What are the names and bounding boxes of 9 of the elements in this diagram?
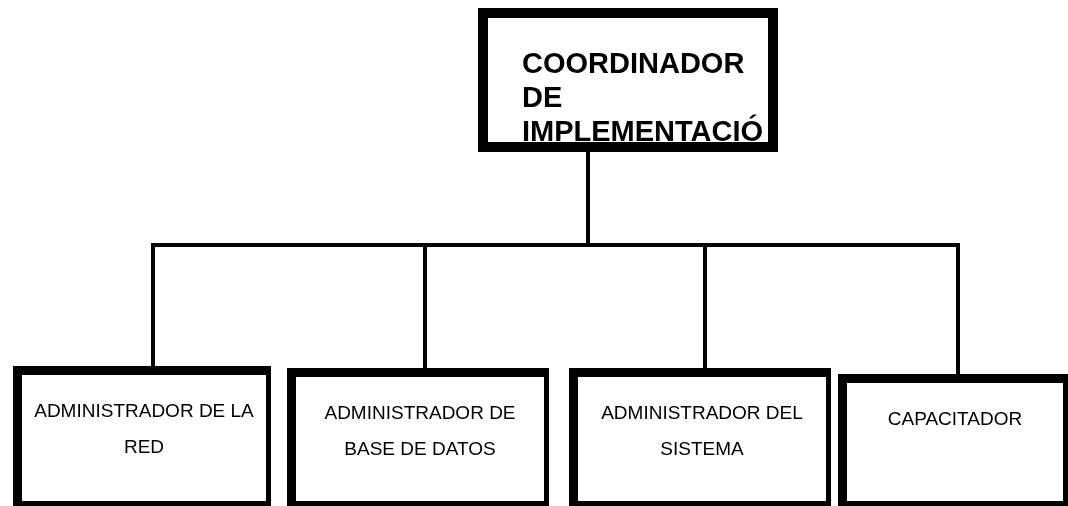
- role-box: [838, 374, 1068, 506]
- role-box: [13, 366, 271, 506]
- role-title: ADMINISTRADOR DE LA RED: [33, 399, 255, 459]
- role-title: ADMINISTRADOR DEL SISTEMA: [600, 401, 804, 461]
- role-box: [569, 368, 831, 506]
- role-title: ADMINISTRADOR DE BASE DE DATOS: [323, 401, 517, 461]
- role-box: [287, 368, 549, 506]
- manager-box: [478, 8, 778, 152]
- role-title: CAPACITADOR: [886, 407, 1024, 431]
